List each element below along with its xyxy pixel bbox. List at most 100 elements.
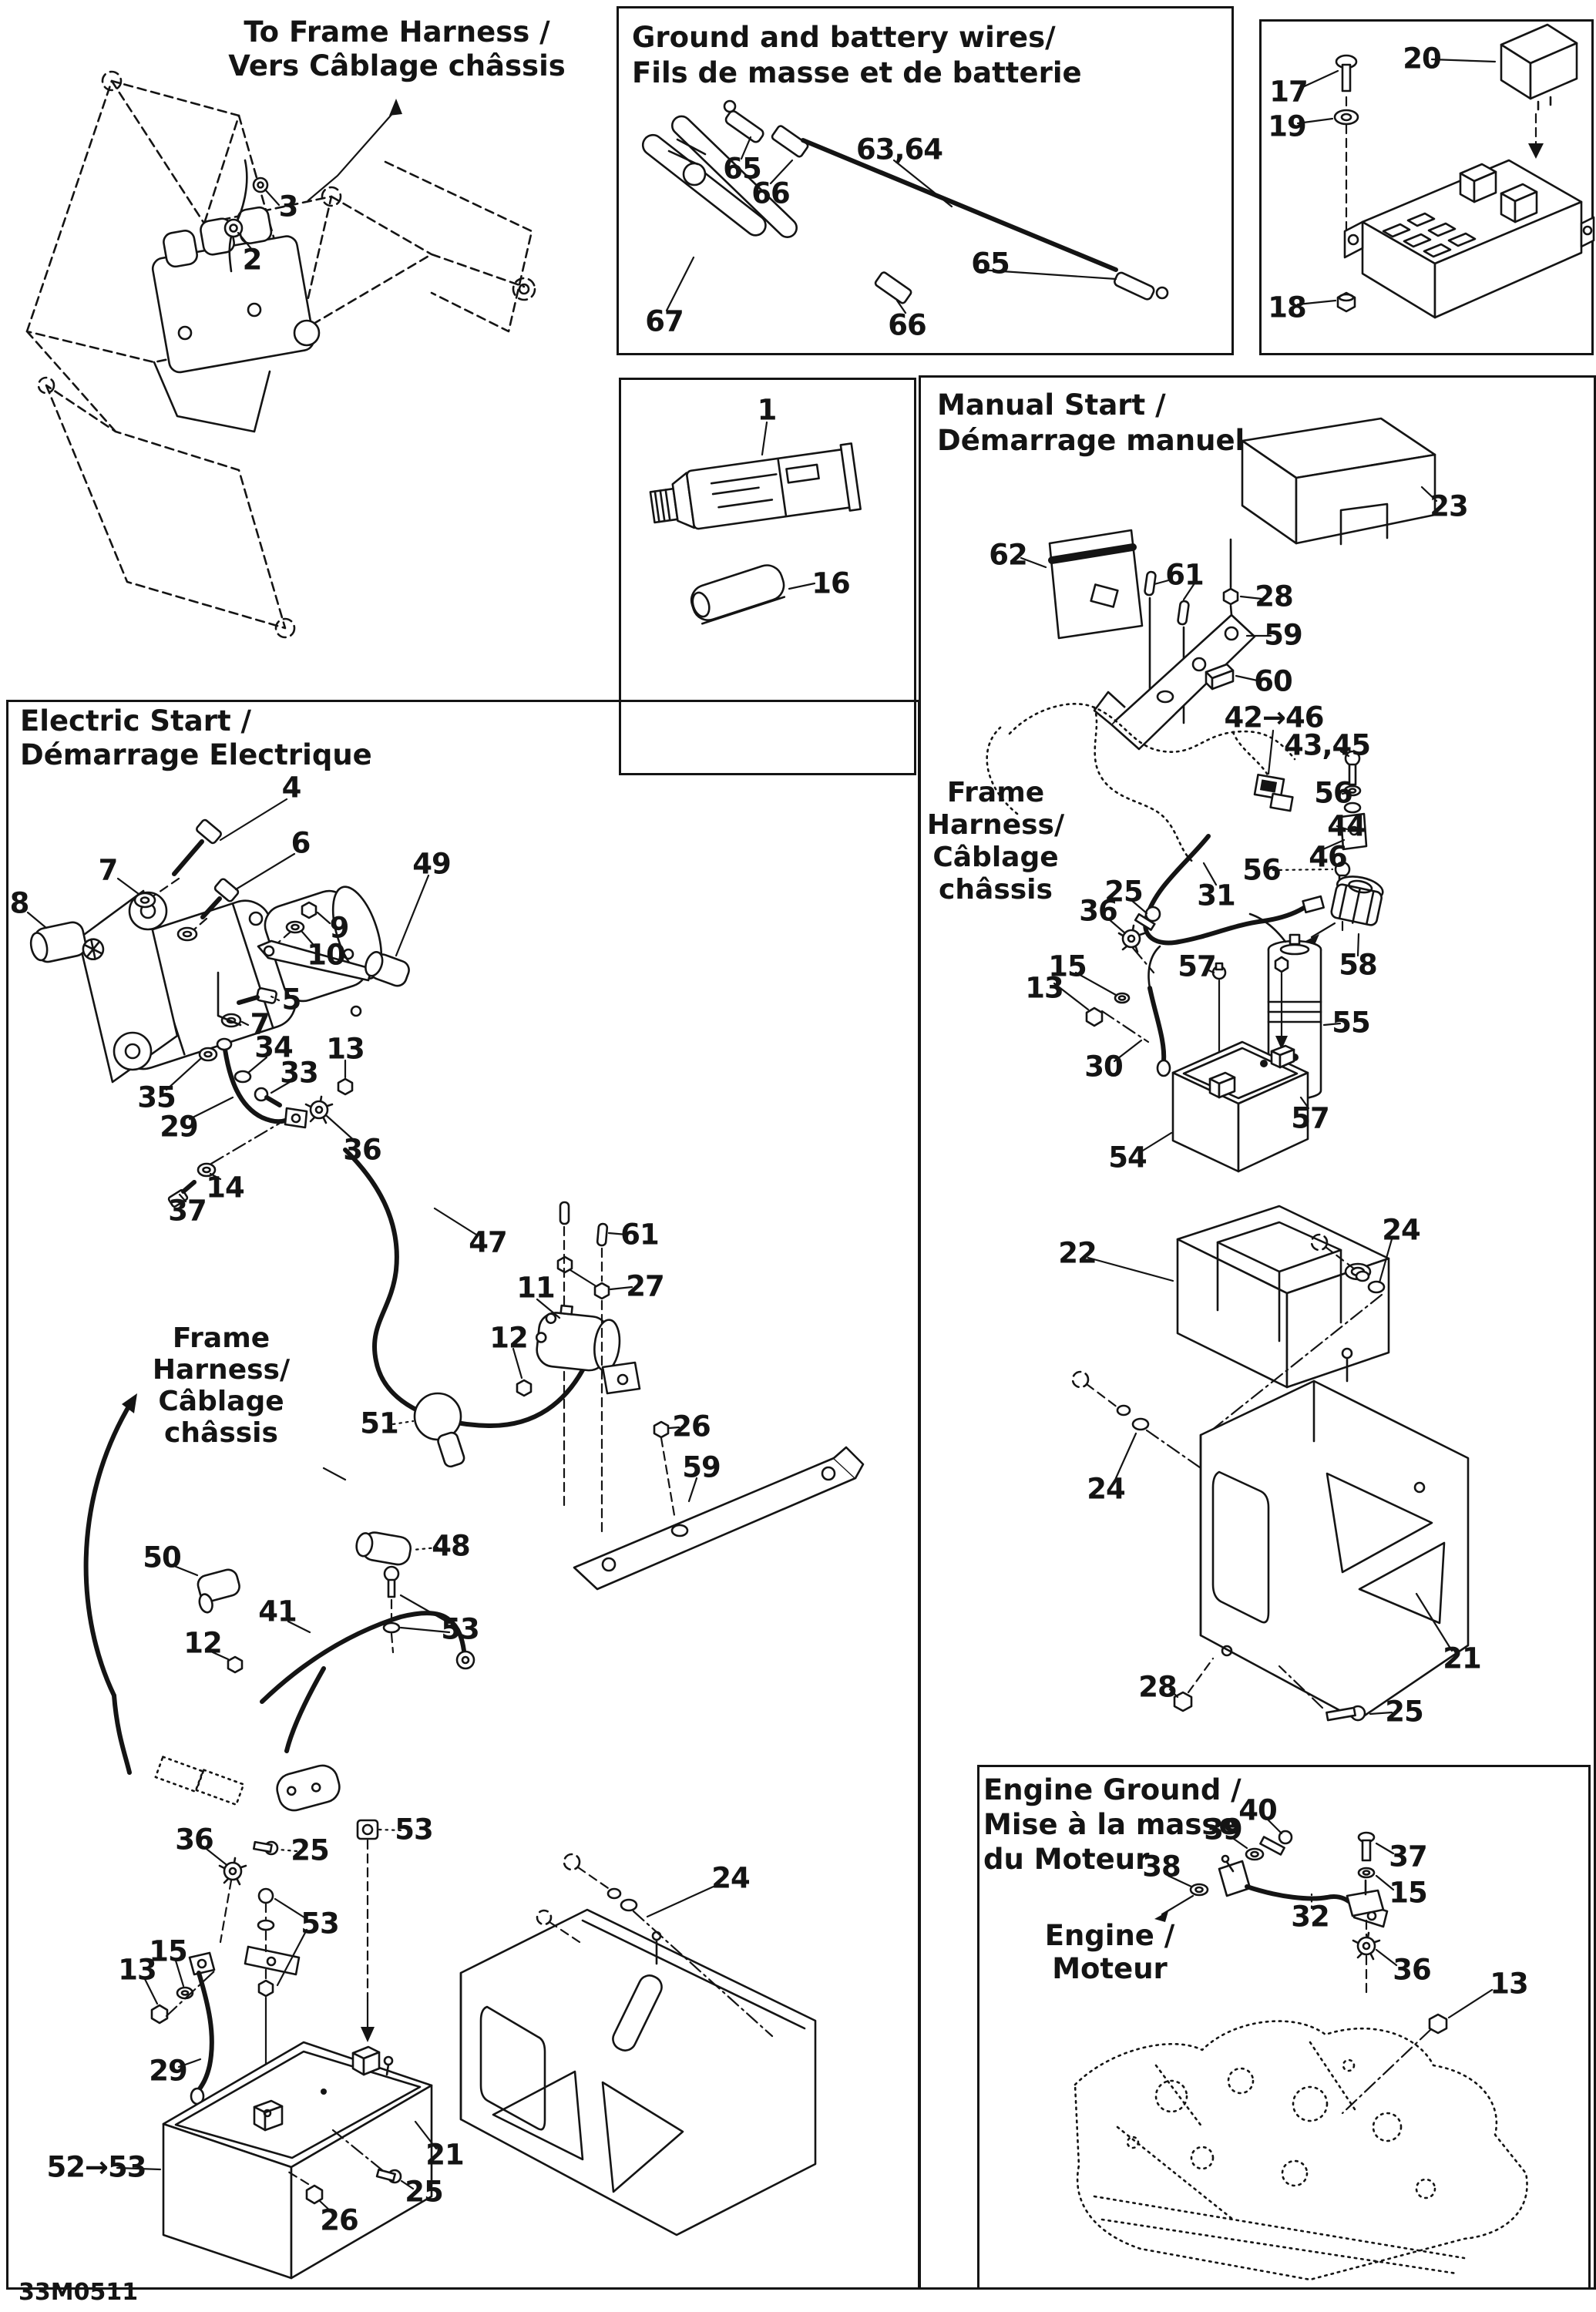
callout-26: 26 (672, 1410, 711, 1443)
callout-7: 7 (250, 1007, 270, 1041)
callout-15: 15 (149, 1934, 187, 1968)
callout-7: 7 (98, 853, 119, 887)
callout-13: 13 (1025, 971, 1063, 1005)
callout-66: 66 (888, 308, 926, 342)
electric-start-box (6, 700, 920, 2290)
callout-21: 21 (425, 2138, 464, 2172)
callout-37: 37 (1389, 1840, 1427, 1873)
callout-16: 16 (811, 566, 850, 600)
callout-24: 24 (1382, 1213, 1420, 1247)
callout-46: 46 (1309, 840, 1347, 874)
callout-28: 28 (1138, 1670, 1177, 1704)
electric-start-title: Electric Start /Démarrage Electrique (20, 704, 372, 771)
callout-36: 36 (343, 1133, 381, 1167)
callout-25: 25 (1385, 1695, 1423, 1729)
callout-10: 10 (307, 938, 345, 972)
callout-23: 23 (1430, 489, 1468, 523)
frame-sketch-drawing (25, 70, 536, 639)
callout-2: 2 (242, 243, 263, 277)
callout-50: 50 (143, 1541, 181, 1574)
callout-65: 65 (971, 247, 1010, 281)
callout-66: 66 (751, 176, 790, 210)
callout-49: 49 (412, 847, 451, 881)
callout-24: 24 (711, 1861, 750, 1895)
callout-3: 3 (278, 190, 299, 223)
callout-38: 38 (1142, 1850, 1181, 1884)
engine-ground-box (977, 1765, 1591, 2290)
callout-20: 20 (1403, 42, 1441, 76)
callout-61: 61 (1165, 558, 1204, 592)
callout-56: 56 (1314, 776, 1352, 810)
callout-9: 9 (329, 911, 350, 945)
callout-13: 13 (118, 1953, 156, 1987)
callout-59: 59 (1264, 618, 1302, 652)
callout-54: 54 (1108, 1141, 1147, 1174)
callout-67: 67 (645, 304, 684, 338)
callout-44: 44 (1327, 809, 1366, 843)
callout-35: 35 (137, 1080, 176, 1114)
callout-42-46: 42→46 (1224, 701, 1325, 734)
callout-6: 6 (291, 826, 311, 860)
callout-60: 60 (1254, 664, 1292, 698)
callout-53: 53 (441, 1612, 479, 1646)
ground-wires-title: Ground and battery wires/Fils de masse e… (632, 21, 1082, 89)
fuse-box-drawing (1296, 23, 1595, 319)
callout-15: 15 (1389, 1876, 1427, 1910)
callout-13: 13 (1490, 1967, 1528, 2001)
callout-51: 51 (360, 1406, 398, 1440)
callout-43-45: 43,45 (1283, 728, 1371, 762)
callout-19: 19 (1268, 109, 1306, 143)
callout-22: 22 (1058, 1236, 1097, 1270)
callout-59: 59 (682, 1450, 721, 1484)
callout-25: 25 (291, 1833, 329, 1867)
callout-48: 48 (432, 1529, 470, 1563)
callout-57: 57 (1178, 949, 1216, 983)
callout-27: 27 (626, 1269, 664, 1303)
ground-battery-wires-box (617, 6, 1234, 355)
callout-62: 62 (989, 538, 1027, 572)
callout-40: 40 (1238, 1793, 1277, 1827)
callout-12: 12 (183, 1626, 222, 1660)
callout-32: 32 (1291, 1900, 1329, 1934)
to-frame-harness-note: To Frame Harness /Vers Câblage châssis (228, 15, 566, 82)
callout-58: 58 (1339, 948, 1377, 982)
callout-55: 55 (1332, 1006, 1370, 1040)
callout-53: 53 (395, 1813, 433, 1847)
callout-36: 36 (1079, 894, 1117, 928)
callout-34: 34 (254, 1030, 293, 1064)
callout-15: 15 (1048, 949, 1087, 983)
callout-12: 12 (489, 1321, 528, 1355)
callout-63-64: 63,64 (855, 133, 943, 166)
callout-52-53: 52→53 (46, 2150, 147, 2184)
callout-24: 24 (1087, 1472, 1125, 1506)
callout-61: 61 (620, 1218, 659, 1252)
callout-65: 65 (723, 152, 761, 186)
callout-18: 18 (1268, 291, 1306, 324)
callout-11: 11 (516, 1271, 555, 1305)
electric-start-drawing (26, 798, 865, 2280)
callout-56: 56 (1242, 853, 1281, 887)
callout-36: 36 (1393, 1953, 1431, 1987)
callout-57: 57 (1291, 1101, 1329, 1135)
callout-39: 39 (1204, 1813, 1242, 1847)
callout-41: 41 (258, 1595, 297, 1628)
callout-25: 25 (1104, 875, 1143, 909)
callout-1: 1 (757, 393, 778, 427)
callout-8: 8 (9, 886, 30, 920)
manual-start-drawing (986, 417, 1470, 1722)
callout-5: 5 (281, 983, 302, 1017)
callout-25: 25 (405, 2175, 443, 2209)
callout-21: 21 (1443, 1642, 1481, 1675)
callout-53: 53 (301, 1907, 339, 1941)
ground-wires-drawing (641, 99, 1169, 314)
callout-29: 29 (149, 2054, 187, 2088)
callout-36: 36 (175, 1823, 213, 1857)
callout-47: 47 (469, 1225, 507, 1259)
callout-28: 28 (1255, 580, 1293, 613)
callout-14: 14 (206, 1171, 244, 1205)
